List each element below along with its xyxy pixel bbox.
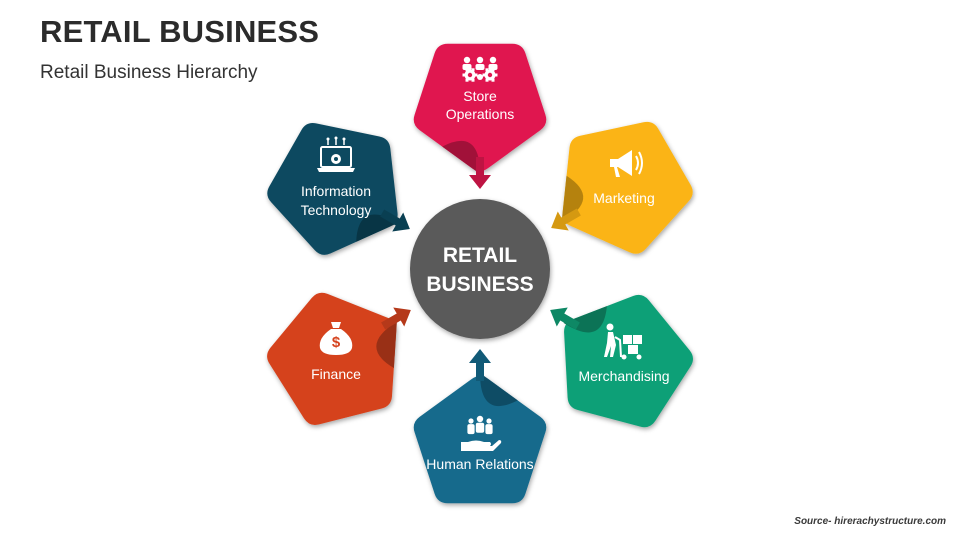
node-finance: $ Finance [267, 292, 397, 425]
people-hand-icon [461, 415, 502, 451]
node-fold [561, 175, 584, 222]
node-shape [413, 43, 547, 172]
svg-text:$: $ [332, 334, 341, 351]
node-fold [442, 140, 480, 174]
node-shape [413, 375, 547, 504]
node-label-line: Merchandising [578, 368, 669, 384]
arrow-information-technology [380, 209, 410, 232]
center-label-line: RETAIL [443, 244, 517, 267]
node-label-line: Information [301, 183, 371, 199]
node-shape [564, 294, 693, 428]
center-circle [410, 199, 550, 339]
laptop-gear-icon [317, 136, 355, 172]
node-shape [267, 292, 397, 425]
page-subtitle: Retail Business Hierarchy [40, 62, 258, 83]
node-fold [356, 214, 399, 242]
source-note: Source- hirerachystructure.com [794, 516, 946, 527]
megaphone-icon [610, 150, 643, 177]
node-shape [562, 121, 693, 254]
arrow-human-relations [469, 349, 491, 381]
center-node: RETAIL BUSINESS [410, 199, 550, 339]
node-label-line: Operations [446, 106, 514, 122]
node-human-relations: Human Relations [413, 373, 547, 504]
center-label-line: BUSINESS [426, 273, 533, 296]
hand-truck-icon [604, 323, 642, 360]
node-label-line: Marketing [593, 190, 654, 206]
nodes-layer: StoreOperationsMarketingMerchandisingHum… [267, 43, 693, 504]
gears-team-icon [462, 56, 498, 82]
arrow-marketing [551, 208, 581, 231]
node-label-line: Finance [311, 366, 361, 382]
node-label-line: Store [463, 88, 497, 104]
arrow-store-operations [469, 157, 491, 189]
page-title: RETAIL BUSINESS [40, 14, 320, 49]
node-label-line: Technology [301, 202, 372, 218]
node-fold [480, 373, 518, 407]
node-merchandising: Merchandising [563, 294, 693, 428]
node-fold [376, 321, 397, 368]
node-marketing: Marketing [561, 121, 693, 254]
arrows-layer [380, 157, 581, 381]
node-label-line: Human Relations [426, 456, 533, 472]
money-bag-icon: $ [319, 322, 353, 355]
arrow-finance [381, 307, 411, 330]
arrow-merchandising [550, 307, 580, 330]
